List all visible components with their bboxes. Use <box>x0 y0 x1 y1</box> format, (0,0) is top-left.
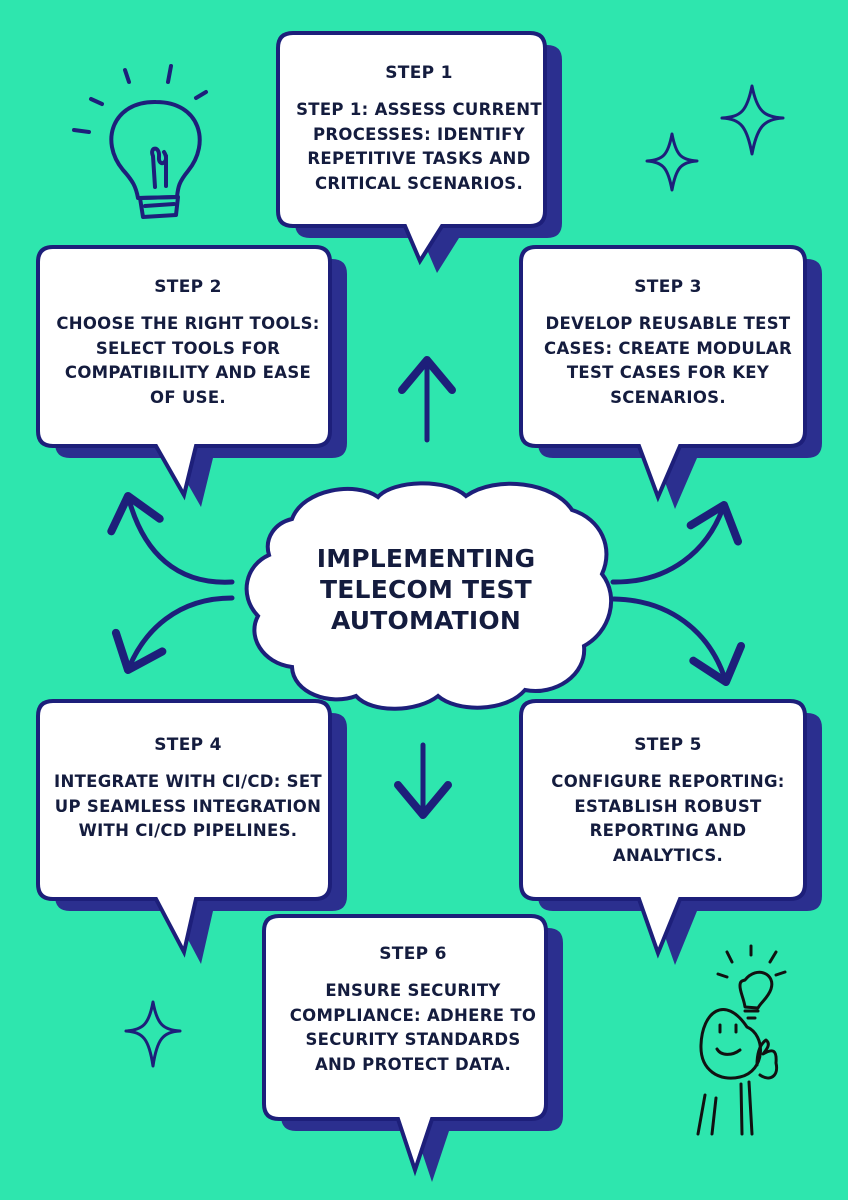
step-6-card: STEP 6 ENSURE SECURITY COMPLIANCE: ADHER… <box>282 943 544 1077</box>
step-5-title: STEP 5 <box>536 734 800 756</box>
step-4-text: INTEGRATE WITH CI/CD: SET UP SEAMLESS IN… <box>53 770 323 844</box>
step-2-text: CHOOSE THE RIGHT TOOLS: SELECT TOOLS FOR… <box>54 312 322 410</box>
step-6-title: STEP 6 <box>282 943 544 965</box>
arrow-to-step-5 <box>614 599 726 682</box>
step-1-card: STEP 1 STEP 1: ASSESS CURRENT PROCESSES:… <box>292 62 546 196</box>
step-4-title: STEP 4 <box>53 734 323 756</box>
center-title: IMPLEMENTING TELECOM TEST AUTOMATION <box>292 543 560 636</box>
arrow-to-step-4 <box>128 598 232 670</box>
person-idea-icon <box>698 946 785 1134</box>
step-5-card: STEP 5 CONFIGURE REPORTING: ESTABLISH RO… <box>536 734 800 868</box>
step-2-title: STEP 2 <box>54 276 322 298</box>
step-4-card: STEP 4 INTEGRATE WITH CI/CD: SET UP SEAM… <box>53 734 323 844</box>
step-5-text: CONFIGURE REPORTING: ESTABLISH ROBUST RE… <box>536 770 800 868</box>
step-3-text: DEVELOP REUSABLE TEST CASES: CREATE MODU… <box>537 312 799 410</box>
step-3-title: STEP 3 <box>537 276 799 298</box>
step-2-card: STEP 2 CHOOSE THE RIGHT TOOLS: SELECT TO… <box>54 276 322 410</box>
arrow-to-step-2 <box>128 496 232 582</box>
step-3-card: STEP 3 DEVELOP REUSABLE TEST CASES: CREA… <box>537 276 799 410</box>
step-6-text: ENSURE SECURITY COMPLIANCE: ADHERE TO SE… <box>282 979 544 1077</box>
arrow-to-step-3 <box>613 505 724 582</box>
step-1-text: STEP 1: ASSESS CURRENT PROCESSES: IDENTI… <box>292 98 546 196</box>
lightbulb-icon <box>74 66 206 217</box>
step-1-title: STEP 1 <box>292 62 546 84</box>
